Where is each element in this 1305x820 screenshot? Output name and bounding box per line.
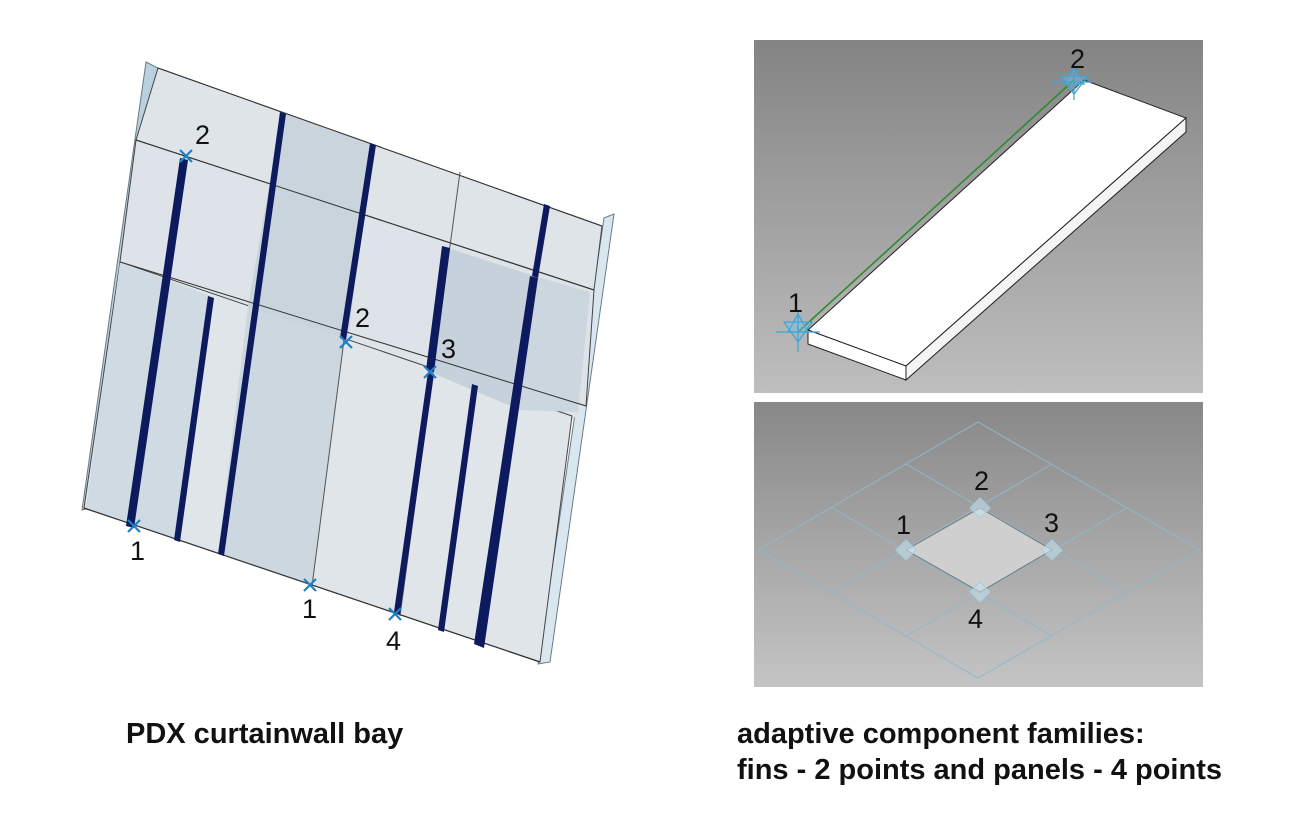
adaptive-point-marker [423, 365, 437, 379]
adaptive-point-marker [127, 519, 141, 533]
adaptive-point-glyph [776, 310, 820, 352]
point-label: 2 [355, 303, 370, 333]
curtainwall-bay-drawing: 2 2 3 1 1 4 [81, 61, 615, 665]
left-caption: PDX curtainwall bay [126, 718, 404, 750]
point-label: 1 [788, 288, 803, 318]
fin [126, 158, 188, 528]
tinted-panel [248, 112, 372, 340]
adaptive-point-marker [179, 149, 193, 163]
tinted-panel [520, 276, 590, 412]
point-label: 2 [195, 120, 210, 150]
point-label: 3 [441, 334, 456, 364]
point-label: 3 [1044, 508, 1059, 538]
adaptive-point-marker [388, 607, 402, 621]
fin [340, 143, 376, 340]
fin [426, 246, 450, 372]
right-caption-line-1: adaptive component families: [737, 718, 1145, 750]
point-label: 1 [302, 594, 317, 624]
point-label: 2 [974, 466, 989, 496]
mullion-line [311, 339, 345, 587]
top-edge-line [157, 67, 603, 227]
fin [438, 384, 478, 632]
fin [394, 372, 434, 614]
fin [474, 276, 538, 648]
tinted-panel [430, 248, 534, 410]
adaptive-point-marker [339, 335, 353, 349]
row-line [119, 261, 587, 407]
fin [532, 204, 550, 278]
right-caption: adaptive component families: fins - 2 po… [737, 716, 1222, 789]
fin [218, 112, 286, 556]
point-label: 2 [1070, 44, 1085, 74]
panel-family-viewport: 1 2 3 4 [754, 402, 1203, 687]
fin [174, 296, 214, 542]
adaptive-point-marker [303, 578, 317, 592]
fin-side-face [905, 116, 1187, 382]
point-label: 4 [968, 604, 983, 634]
point-label: 1 [896, 510, 911, 540]
right-caption-line-2: fins - 2 points and panels - 4 points [737, 754, 1222, 787]
adaptive-point-glyph [1052, 64, 1094, 100]
point-label: 4 [386, 626, 401, 656]
right-edge-strip [537, 213, 615, 665]
adaptive-point-glyph [895, 497, 1063, 603]
point-label: 1 [130, 536, 145, 566]
reference-line [797, 79, 1075, 333]
grid-lines [757, 421, 1202, 679]
tinted-panel [218, 306, 344, 586]
fin-family-viewport: 1 2 [754, 40, 1203, 393]
